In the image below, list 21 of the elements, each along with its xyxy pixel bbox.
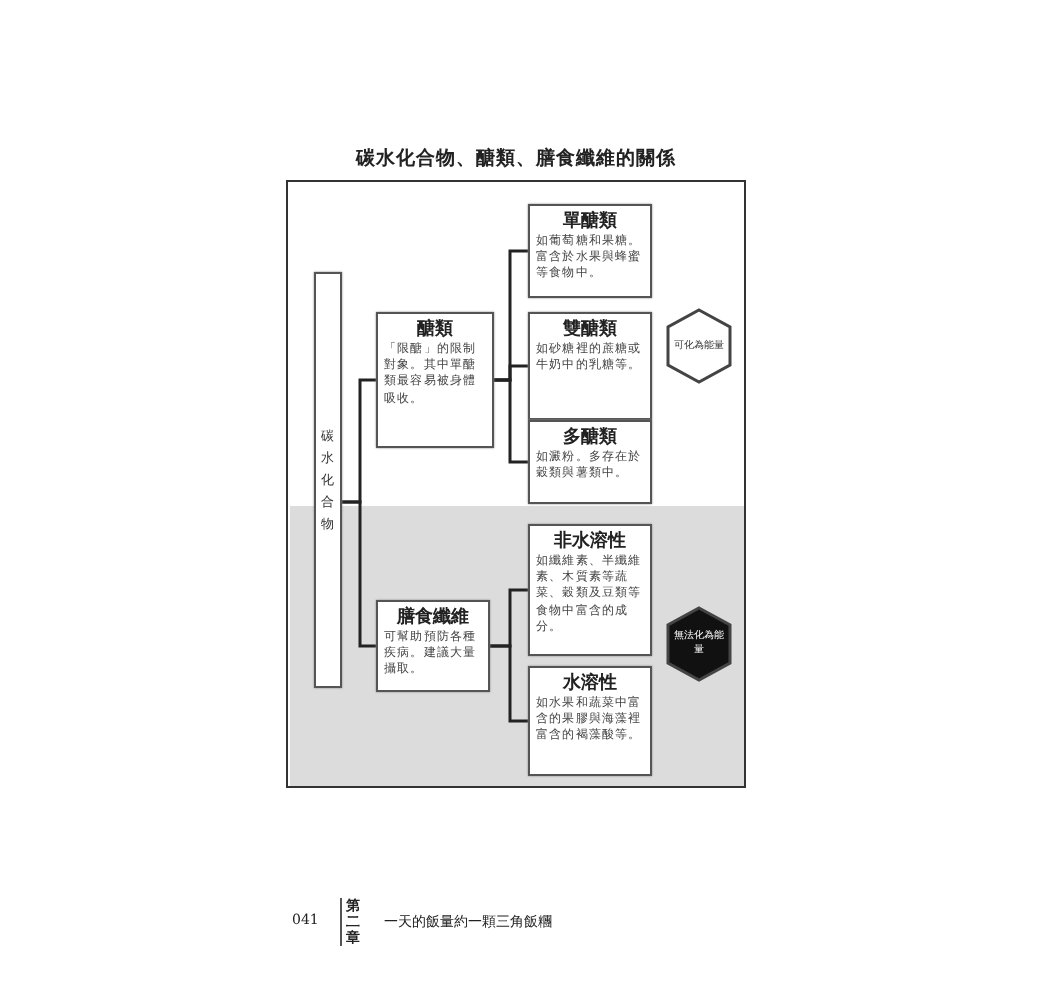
category-bar [314, 272, 342, 688]
hexagon-badge [666, 606, 732, 682]
category-box [376, 312, 494, 448]
category-box [528, 666, 652, 776]
category-box [528, 524, 652, 656]
connector-line [342, 500, 376, 648]
connector-line [490, 644, 528, 723]
box-heading: 多醣類 [561, 426, 619, 450]
box-heading: 雙醣類 [561, 318, 619, 342]
box-heading: 非水溶性 [552, 530, 628, 554]
box-heading: 水溶性 [560, 672, 619, 696]
diagram-title: 碳水化合物、醣類、膳食纖維的關係 [353, 146, 678, 174]
category-box [528, 312, 652, 420]
box-heading: 膳食纖維 [394, 606, 471, 630]
category-box [376, 600, 490, 692]
box-heading: 單醣類 [561, 210, 619, 234]
category-box [528, 204, 652, 298]
connector-line [494, 378, 528, 464]
category-box [528, 420, 652, 504]
hexagon-badge [666, 308, 732, 384]
box-heading: 醣類 [415, 318, 455, 342]
